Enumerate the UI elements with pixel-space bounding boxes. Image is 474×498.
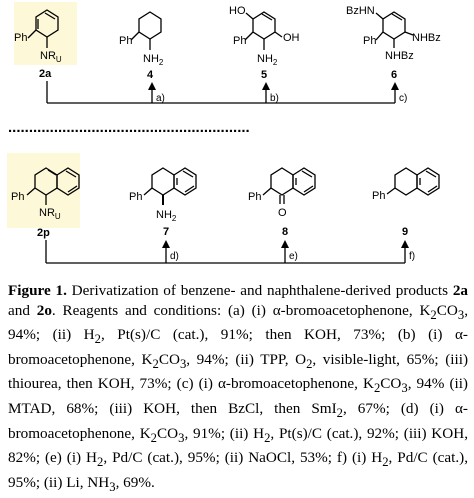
top-reaction-lines: [46, 81, 396, 104]
condition-b: b): [270, 93, 279, 104]
condition-c: c): [399, 93, 407, 104]
structure-7: [143, 167, 197, 205]
highlight-box-2p: [7, 153, 80, 228]
compound-number-9: 9: [402, 226, 408, 238]
compound-number-4: 4: [147, 69, 154, 81]
ph-label-2a: Ph: [14, 32, 27, 44]
o-label-8: O: [278, 207, 287, 219]
ho-label-5: HO: [229, 5, 246, 17]
condition-e: e): [289, 251, 298, 262]
ph-label-6: Ph: [363, 35, 376, 47]
wedge-bond-7: [162, 195, 164, 205]
compound-number-7: 7: [163, 226, 169, 238]
scheme-figure: Ph NRU 2a Ph NH2 4 HO OH Ph NH2 5 BzHN P…: [7, 2, 441, 264]
compound-number-2p: 2p: [37, 227, 50, 239]
ph-label-2p: Ph: [11, 191, 24, 203]
bzhn-label-6: BzHN: [346, 5, 375, 17]
structure-4: [130, 11, 162, 50]
compound-number-5: 5: [261, 69, 267, 81]
compound-ref-2a: 2a: [452, 282, 468, 299]
arrowheads: [148, 82, 409, 248]
condition-d: d): [170, 251, 179, 262]
bottom-reaction-lines: [45, 240, 406, 264]
highlight-box-2a: [14, 2, 77, 65]
structure-6: [375, 11, 414, 48]
nh2-label-7: NH2: [156, 209, 177, 223]
compound-number-8: 8: [282, 226, 288, 238]
dotted-separator: ........................................…: [8, 119, 250, 136]
figure-label: Figure 1.: [8, 282, 67, 299]
oh-label-5: OH: [283, 32, 300, 44]
compound-ref-2o: 2o: [36, 301, 52, 319]
figure-caption: Figure 1. Derivatization of benzene- and…: [8, 282, 469, 494]
compound-number-2a: 2a: [39, 68, 52, 80]
nh2-label-4: NH2: [143, 53, 164, 67]
ph-label-4: Ph: [119, 35, 132, 47]
nhbz-label-6-right: NHBz: [412, 32, 441, 44]
structure-9: [386, 167, 440, 196]
structure-2a: [27, 9, 59, 48]
nr-label-2p: NRU: [39, 207, 61, 221]
ph-label-7: Ph: [129, 191, 142, 203]
nh2-label-5: NH2: [257, 53, 278, 67]
structure-2p: [26, 167, 80, 205]
condition-a: a): [156, 93, 165, 104]
structure-8: [262, 167, 316, 204]
ph-label-8: Ph: [248, 191, 261, 203]
structure-5: [244, 11, 283, 50]
ph-label-5: Ph: [233, 35, 246, 47]
nhbz-label-6-bottom: NHBz: [385, 50, 414, 62]
ph-label-9: Ph: [372, 190, 385, 202]
condition-f: f): [409, 251, 415, 262]
nr-label-2a: NRU: [40, 50, 62, 64]
compound-number-6: 6: [391, 69, 397, 81]
